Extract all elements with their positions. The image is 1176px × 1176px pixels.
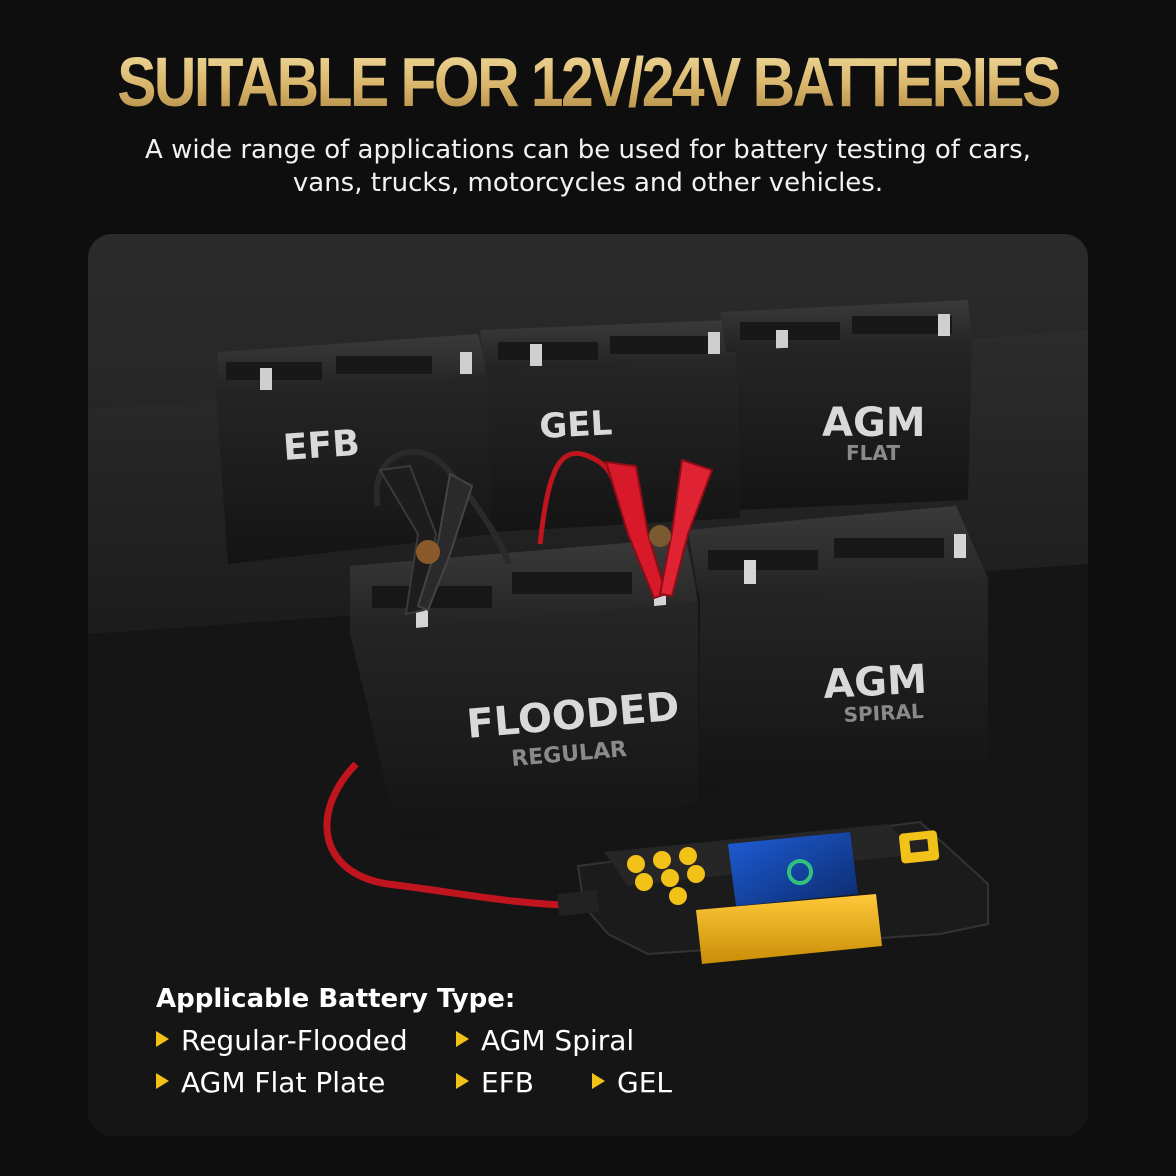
bullet-triangle-icon bbox=[156, 1031, 169, 1047]
red-clamp bbox=[604, 458, 714, 600]
bullet-triangle-icon bbox=[592, 1073, 605, 1089]
battery-type-gel: GEL bbox=[592, 1065, 672, 1101]
battery-type-label: AGM Flat Plate bbox=[181, 1066, 386, 1099]
battery-type-label: EFB bbox=[481, 1066, 535, 1099]
battery-agm-flat: AGM FLAT bbox=[720, 300, 972, 510]
battery-agm-spiral: AGM SPIRAL bbox=[688, 506, 988, 790]
battery-gel-label: GEL bbox=[538, 403, 613, 447]
battery-type-agm-flat-plate: AGM Flat Plate bbox=[156, 1065, 385, 1101]
battery-efb-label: EFB bbox=[282, 423, 361, 469]
bullet-triangle-icon bbox=[156, 1073, 169, 1089]
battery-agm-spiral-label: AGM bbox=[822, 657, 928, 708]
bullet-triangle-icon bbox=[456, 1031, 469, 1047]
hero-title: SUITABLE FOR 12V/24V BATTERIES bbox=[94, 42, 1082, 122]
battery-agm-spiral-sublabel: SPIRAL bbox=[843, 699, 925, 727]
tester-yellow-grip bbox=[696, 894, 882, 964]
battery-tester-device bbox=[557, 820, 989, 964]
product-panel: EFB GEL AGM FLAT bbox=[88, 234, 1088, 1136]
black-clamp bbox=[378, 464, 474, 616]
hero-subtitle-line-1: A wide range of applications can be used… bbox=[145, 135, 1031, 165]
battery-type-label: GEL bbox=[617, 1066, 672, 1099]
battery-type-agm-spiral: AGM Spiral bbox=[456, 1023, 634, 1059]
battery-type-label: Regular-Flooded bbox=[181, 1024, 408, 1057]
battery-type-regular-flooded: Regular-Flooded bbox=[156, 1023, 408, 1059]
battery-flooded: FLOODED REGULAR bbox=[350, 538, 698, 842]
tester-screen bbox=[728, 832, 858, 906]
battery-agm-flat-sublabel: FLAT bbox=[846, 441, 900, 465]
battery-agm-flat-label: AGM bbox=[822, 400, 926, 446]
battery-type-efb: EFB bbox=[456, 1065, 534, 1101]
hero-subtitle: A wide range of applications can be used… bbox=[0, 134, 1176, 200]
battery-types-heading: Applicable Battery Type: bbox=[156, 984, 516, 1014]
battery-type-label: AGM Spiral bbox=[481, 1024, 635, 1057]
hero-subtitle-line-2: vans, trucks, motorcycles and other vehi… bbox=[292, 168, 884, 198]
applicable-battery-types: Applicable Battery Type: bbox=[156, 982, 856, 1024]
bullet-triangle-icon bbox=[456, 1073, 469, 1089]
battery-scene: EFB GEL AGM FLAT bbox=[88, 300, 1088, 1136]
